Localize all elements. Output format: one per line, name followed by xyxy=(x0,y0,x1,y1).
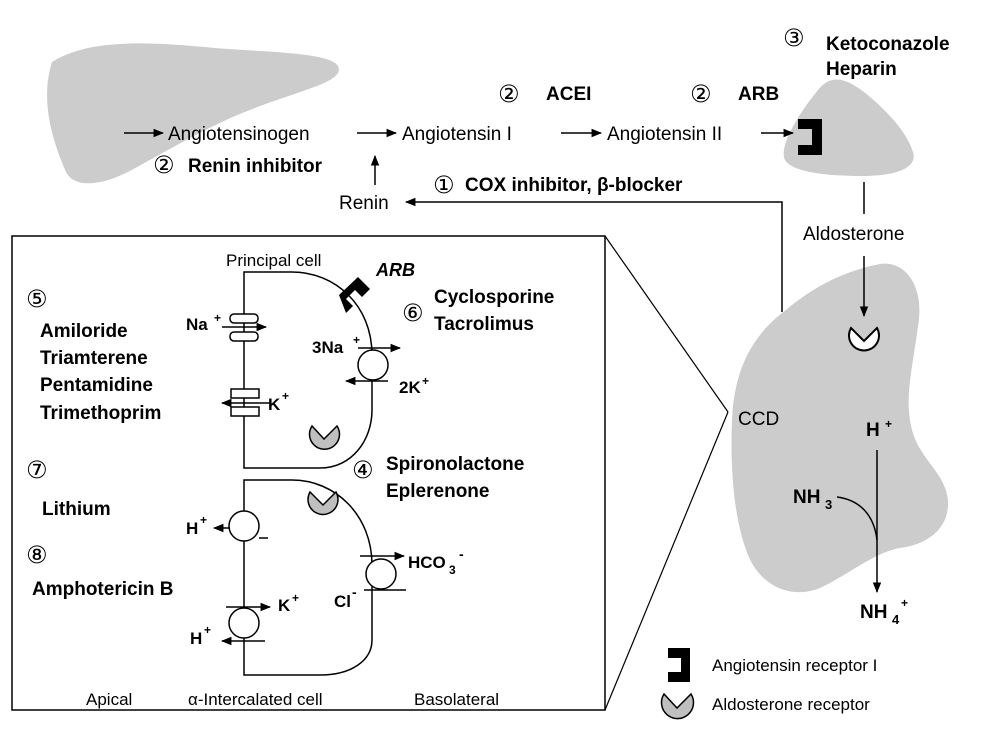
triamterene-label: Triamterene xyxy=(40,348,148,369)
amiloride-label: Amiloride xyxy=(40,321,128,342)
kidney-shape xyxy=(731,263,949,593)
legend-angiotensin-receptor-label: Angiotensin receptor I xyxy=(712,656,877,675)
trimethoprim-label: Trimethoprim xyxy=(40,403,161,424)
k-label-ic: K xyxy=(278,596,291,615)
arb-receptor-icon xyxy=(339,277,370,313)
heparin-label: Heparin xyxy=(826,59,897,80)
aldosterone-receptor-kidney-icon xyxy=(848,326,880,352)
arb-label: ARB xyxy=(738,84,779,105)
drug-2-number-arb: ② xyxy=(690,81,712,108)
acei-label: ACEI xyxy=(546,84,591,105)
drug-1-number: ① xyxy=(433,172,455,199)
na3-label: 3Na xyxy=(312,338,344,357)
h-label-2: H xyxy=(190,629,202,648)
nh4-label: NH xyxy=(860,602,887,623)
legend-aldosterone-receptor-icon xyxy=(660,692,695,720)
na-plus: + xyxy=(214,311,221,325)
renin-inhibitor-label: Renin inhibitor xyxy=(188,156,323,177)
intercalated-cell-outline xyxy=(243,479,373,676)
na-k-atpase-icon xyxy=(357,349,389,381)
aldosterone-receptor-principal-icon xyxy=(308,424,341,450)
cell-zoom-box xyxy=(11,235,606,711)
cl-hco3-exchanger-icon xyxy=(365,558,397,590)
arb-italic-label: ARB xyxy=(375,260,415,280)
ketoconazole-label: Ketoconazole xyxy=(826,34,950,55)
principal-cell-outline xyxy=(243,271,373,469)
enac-channel-top xyxy=(229,313,259,324)
h-atpase-icon xyxy=(228,510,260,542)
h-k-atpase-icon xyxy=(228,607,260,639)
k-plus: + xyxy=(282,389,289,403)
romk-channel-bottom xyxy=(230,406,260,417)
drug-8-number: ⑧ xyxy=(26,542,48,569)
k-label: K xyxy=(268,395,281,414)
h-plus-2: + xyxy=(204,623,211,637)
hco3-label: HCO xyxy=(408,553,446,572)
drug-3-number: ③ xyxy=(783,25,805,52)
drug-7-number: ⑦ xyxy=(26,457,48,484)
hco3-minus: - xyxy=(459,546,464,562)
drug-2-number: ② xyxy=(498,81,520,108)
spironolactone-label: Spironolactone xyxy=(386,454,524,475)
na3-plus: + xyxy=(353,333,360,347)
enac-channel-bottom xyxy=(229,331,259,342)
cyclosporine-label: Cyclosporine xyxy=(434,287,554,308)
drug-4-number: ④ xyxy=(352,457,374,484)
tacrolimus-label: Tacrolimus xyxy=(434,314,534,335)
apical-label: Apical xyxy=(86,690,132,709)
liver-shape xyxy=(47,43,339,184)
k2-plus: + xyxy=(422,374,429,388)
angiotensin-2-label: Angiotensin II xyxy=(607,124,722,145)
legend-aldosterone-receptor-label: Aldosterone receptor xyxy=(712,695,870,714)
ccd-label: CCD xyxy=(738,409,779,430)
aldosterone-receptor-intercalated-icon xyxy=(307,490,339,516)
lithium-label: Lithium xyxy=(42,499,111,520)
k-plus-ic: + xyxy=(292,591,299,605)
nh4-plus: + xyxy=(901,596,908,610)
renin-label: Renin xyxy=(339,193,389,214)
angiotensin-1-label: Angiotensin I xyxy=(402,124,512,145)
angiotensinogen-label: Angiotensinogen xyxy=(168,124,310,145)
legend-angiotensin-receptor-icon xyxy=(668,648,690,682)
principal-cell-label: Principal cell xyxy=(226,251,321,270)
nh4-sub: 4 xyxy=(892,612,900,627)
cox-inhibitor-label: COX inhibitor, β-blocker xyxy=(465,175,683,196)
amphotericin-label: Amphotericin B xyxy=(32,579,173,600)
romk-channel-top xyxy=(230,388,260,399)
intercalated-cell-label: α-Intercalated cell xyxy=(188,690,323,709)
pentamidine-label: Pentamidine xyxy=(40,375,153,396)
zoom-line-top xyxy=(604,235,729,413)
drug-2-number-renin: ② xyxy=(153,152,175,179)
h-label-1: H xyxy=(186,519,198,538)
cl-minus: - xyxy=(352,584,357,600)
nh3-sub: 3 xyxy=(825,497,832,512)
eplerenone-label: Eplerenone xyxy=(386,481,489,502)
hco3-sub: 3 xyxy=(449,563,456,577)
drug-5-number: ⑤ xyxy=(26,286,48,313)
angiotensin-receptor-icon xyxy=(798,119,822,155)
kidney-h-label: H xyxy=(866,420,880,441)
feedback-line xyxy=(404,197,783,312)
h-plus-1: + xyxy=(200,513,207,527)
k2-label: 2K xyxy=(399,378,421,397)
nh3-curve xyxy=(836,496,878,541)
kidney-h-plus: + xyxy=(885,417,892,431)
drug-6-number: ⑥ xyxy=(402,300,424,327)
basolateral-label: Basolateral xyxy=(414,690,499,709)
aldosterone-label: Aldosterone xyxy=(803,224,904,245)
na-label: Na xyxy=(186,315,208,334)
zoom-line-bottom xyxy=(604,411,729,711)
nh3-label: NH xyxy=(793,487,820,508)
cl-label: Cl xyxy=(334,592,351,611)
